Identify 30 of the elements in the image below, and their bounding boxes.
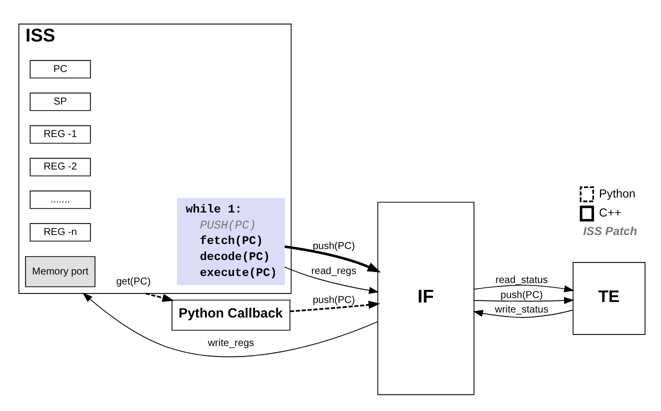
node-box: REG -1	[30, 124, 91, 144]
node-box: SP	[30, 92, 91, 111]
edge-label: read_status	[495, 274, 548, 286]
node-box: while 1: PUSH(PC) fetch(PC) decode(PC) execute(PC)	[176, 198, 285, 285]
node-box: REG -n	[30, 222, 91, 242]
arrow	[145, 292, 174, 302]
edge-label: write_regs	[208, 337, 254, 348]
legend-label: Python	[599, 186, 636, 200]
edge-label: push(PC)	[312, 294, 356, 306]
arrow	[82, 292, 378, 357]
arrow	[474, 284, 574, 292]
edge-label: get(PC)	[116, 276, 151, 288]
edge-label: read_regs	[311, 265, 356, 276]
arrow	[290, 300, 380, 312]
legend-label: C++	[599, 206, 622, 220]
edge-label: write_status	[494, 304, 548, 315]
arrow	[284, 244, 381, 272]
edge-label: push(PC)	[312, 240, 356, 252]
arrow	[472, 309, 574, 318]
label: ISS Patch	[583, 224, 638, 238]
node-box: .......	[30, 190, 91, 208]
arrow	[284, 266, 380, 294]
node-box: Memory port	[25, 256, 96, 287]
node-box: REG -2	[30, 157, 91, 176]
node-box: IF	[377, 201, 474, 395]
node-box: TE	[572, 262, 646, 334]
arrow	[474, 296, 574, 304]
node-box: Python Callback	[172, 299, 290, 330]
node-box: PC	[30, 60, 91, 78]
edge-label: push(PC)	[500, 290, 543, 301]
